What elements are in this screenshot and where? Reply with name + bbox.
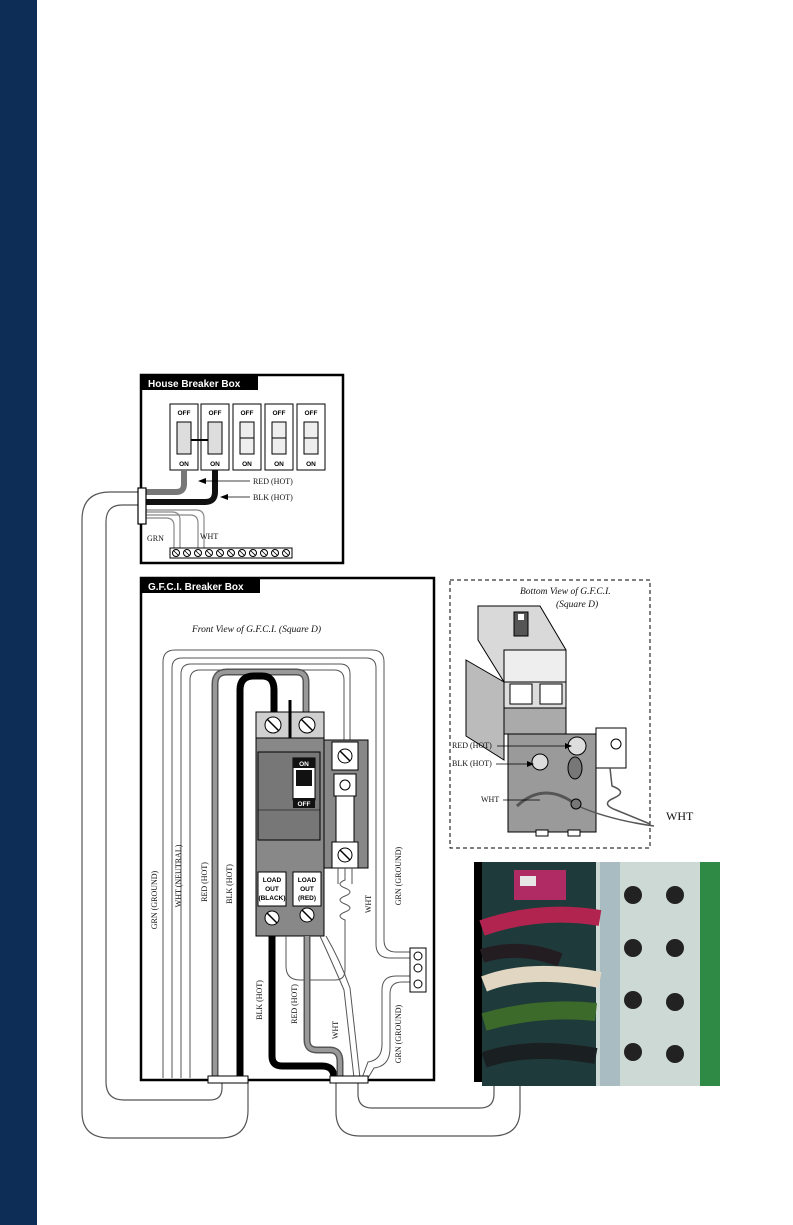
house-red-hot-label: RED (HOT) [253,477,293,486]
breaker-3[interactable]: OFF ON [232,403,262,471]
load-out-red-line1: LOAD [298,877,317,884]
svg-text:OFF: OFF [209,410,222,417]
load-out-black-line2: OUT [265,886,279,893]
blk-hot-label: BLK (HOT) [225,864,234,904]
red-hot-lower-label: RED (HOT) [290,984,299,1024]
terminal-screw-slot [195,550,201,556]
wht-neutral-label: WHT (NEUTRAL) [174,844,183,907]
grn-ground-lower-label: GRN (GROUND) [394,1004,403,1063]
load-out-red-line3: (RED) [298,895,316,902]
neutral-terminal-bar [172,549,290,557]
front-view-caption: Front View of G.F.C.I. (Square D) [191,624,321,635]
terminal-screw-slot [239,550,245,556]
gfci-on-label: ON [299,761,309,768]
svg-text:ON: ON [179,461,189,468]
gfci-off-label: OFF [298,801,311,808]
terminal-screw-slot [272,550,278,556]
bottom-view-caption-1: Bottom View of G.F.C.I. [520,586,611,597]
terminal-screw-slot [206,550,212,556]
blk-hot-lower-label: BLK (HOT) [255,980,264,1020]
bottom-blk-hot-label: BLK (HOT) [452,759,492,768]
bottom-wht-label: WHT [481,795,499,804]
breaker-5[interactable]: OFF ON [296,403,326,471]
house-wht-label: WHT [200,532,218,541]
terminal-screw-slot [184,550,190,556]
gfci-breaker-box: G.F.C.I. Breaker Box Front View of G.F.C… [139,576,436,1084]
terminal-photo [474,862,720,1086]
gfci-box-title: G.F.C.I. Breaker Box [148,582,244,593]
terminal-screw-slot [261,550,267,556]
svg-text:OFF: OFF [273,410,286,417]
terminal-screw-slot [228,550,234,556]
terminal-screw-slot [283,550,289,556]
house-grn-label: GRN [147,534,164,543]
svg-text:OFF: OFF [241,410,254,417]
wht-lower-label: WHT [331,1021,340,1039]
load-out-red-line2: OUT [300,886,314,893]
load-out-black-line3: (BLACK) [258,895,285,902]
bottom-view-caption-2: (Square D) [556,599,598,610]
grn-ground-right-label: GRN (GROUND) [394,846,403,905]
svg-text:OFF: OFF [305,410,318,417]
load-out-black-line1: LOAD [263,877,282,884]
house-box-title: House Breaker Box [148,379,241,390]
house-blk-hot-label: BLK (HOT) [253,493,293,502]
svg-text:ON: ON [306,461,316,468]
terminal-screw-slot [173,550,179,556]
red-hot-label: RED (HOT) [200,862,209,902]
terminal-screw-slot [250,550,256,556]
cable-clamp [137,487,147,525]
breaker-1[interactable]: OFF ON [169,403,199,471]
left-sidebar-band [0,0,37,1225]
breaker-2[interactable]: OFF ON [200,403,230,471]
house-breaker-box: House Breaker Box OFF ON OFF ON OFF ON O… [137,373,345,565]
grn-ground-label: GRN (GROUND) [150,870,159,929]
bottom-wht-big-label: WHT [666,809,694,823]
svg-text:ON: ON [210,461,220,468]
breaker-4[interactable]: OFF ON [264,403,294,471]
bottom-view-panel: Bottom View of G.F.C.I. (Square D) RED (… [449,579,694,849]
svg-text:ON: ON [274,461,284,468]
svg-text:OFF: OFF [178,410,191,417]
terminal-screw-slot [217,550,223,556]
wht-label: WHT [364,895,373,913]
svg-text:ON: ON [242,461,252,468]
bottom-red-hot-label: RED (HOT) [452,741,492,750]
